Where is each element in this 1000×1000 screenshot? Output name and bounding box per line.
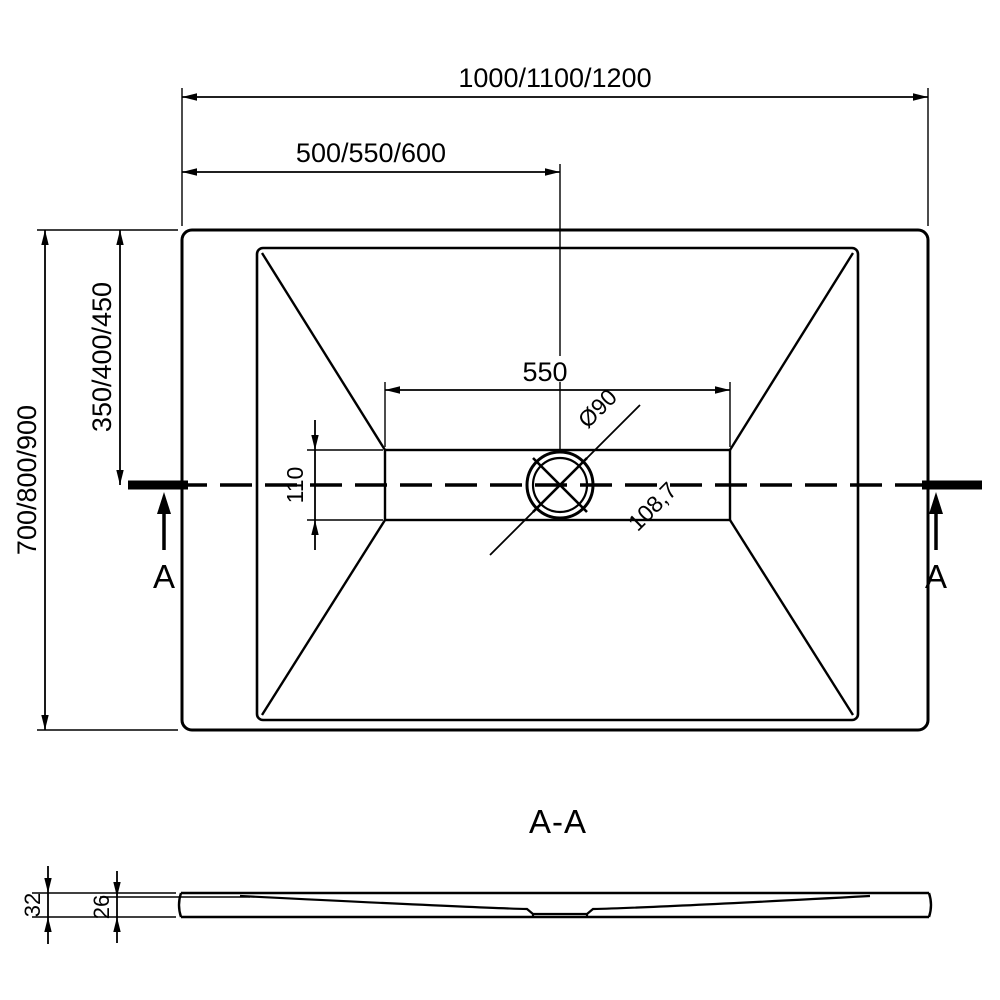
drain-outer-circle: [525, 450, 595, 520]
drain-inner-circle: [531, 456, 589, 514]
tray-outer-edge: [180, 228, 930, 732]
overall-depth-value: 700/800/900: [12, 405, 42, 555]
dim-overall-width: 1000/1100/1200: [181, 63, 929, 226]
base-height-value: 26: [89, 895, 114, 919]
half-depth-value: 350/400/450: [87, 282, 117, 432]
arrow-head: [929, 492, 943, 514]
slope-edge-bottom-right: [728, 519, 855, 716]
basin-rim-edge: [255, 246, 860, 722]
section-arrow-right: A: [925, 492, 947, 595]
dim-channel-width: 110: [282, 420, 383, 550]
drain-diameter-label: Ø90: [573, 384, 622, 433]
profile-left-end: [177, 892, 183, 918]
profile-right-end: [927, 892, 933, 918]
overall-width-value: 1000/1100/1200: [458, 63, 651, 93]
profile-floor-slope: [239, 894, 871, 916]
slope-edge-bottom-left: [260, 519, 387, 716]
channel-length-value: 550: [522, 357, 567, 387]
section-arrow-left: A: [153, 492, 175, 595]
dim-half-width: 500/550/600: [182, 138, 561, 450]
channel-width-value: 110: [282, 467, 308, 504]
section-marker-right: A: [925, 558, 947, 595]
slope-edge-top-right: [728, 252, 855, 451]
dim-channel-length: 550: [384, 357, 731, 447]
drain-channel: [383, 448, 732, 522]
slope-edge-top-left: [260, 252, 387, 451]
section-title: A-A: [529, 803, 587, 840]
section-view: A-A 32 26: [20, 803, 933, 944]
top-view: 1000/1100/1200 500/550/600 700/800/900 3…: [12, 63, 982, 732]
dim-half-depth: 350/400/450: [87, 230, 124, 485]
total-height-value: 32: [20, 893, 45, 917]
section-marker-left: A: [153, 558, 175, 595]
half-width-value: 500/550/600: [296, 138, 446, 168]
arrow-head: [157, 492, 171, 514]
dim-base-height: 26: [89, 871, 250, 943]
drain-leader-line: [489, 404, 641, 556]
dim-total-height: 32: [20, 866, 176, 944]
dim-overall-depth: 700/800/900: [12, 229, 178, 731]
